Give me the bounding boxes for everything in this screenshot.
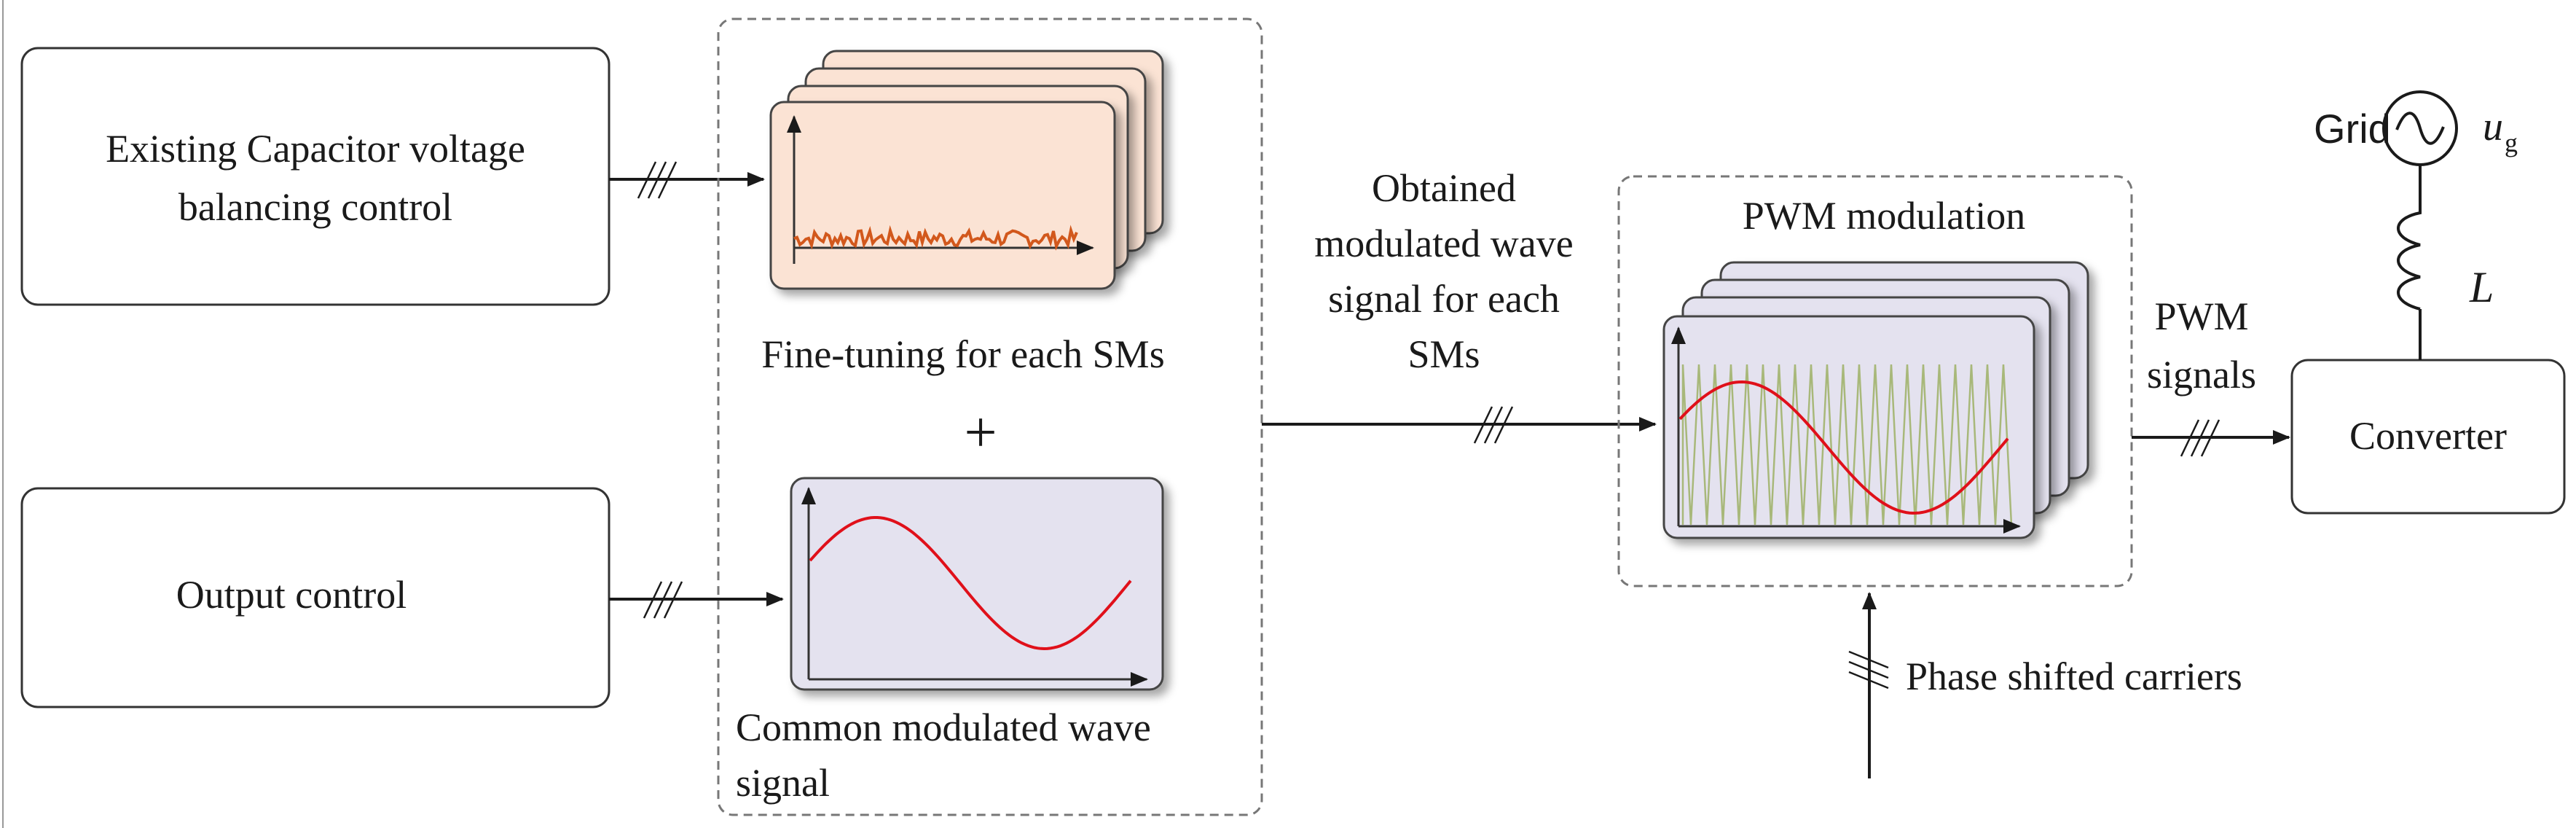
converter-block[interactable]: Converter: [2290, 359, 2566, 515]
plus-sign: +: [964, 401, 997, 465]
pwm-signals-arrow: [2132, 419, 2290, 457]
pwm-dashed-box: [1617, 175, 2133, 587]
pwm-signals-label-line1: PWM: [2154, 294, 2248, 338]
inductor-coil: [2397, 175, 2422, 310]
grid-voltage-symbol: u: [2483, 104, 2503, 149]
inductor-symbol: L: [2469, 263, 2494, 311]
pwm-carrier-triangle-wave: [1681, 364, 2013, 526]
obtained-label: Obtained modulated wave signal for each …: [1314, 166, 1573, 376]
pwm-card-stack: [1662, 261, 2089, 539]
common-wave-label-line2: signal: [736, 761, 830, 805]
fine-tuning-label: Fine-tuning for each SMs: [761, 332, 1164, 376]
capacitor-control-label-line1: Existing Capacitor voltage: [106, 127, 525, 171]
obtained-label-line2: modulated wave: [1314, 222, 1573, 265]
capacitor-to-finetuning-arrow: [609, 161, 765, 199]
converter-label: Converter: [2349, 414, 2507, 458]
fine-tuning-card-stack: [769, 50, 1164, 290]
to-pwm-arrow: [1262, 406, 1657, 444]
fine-tuning-noise-signal: [793, 224, 1078, 251]
common-wave-label-line1: Common modulated wave: [736, 706, 1151, 749]
phase-carriers-arrow: [1848, 592, 1889, 778]
capacitor-control-label-line2: balancing control: [178, 185, 452, 229]
output-control-block[interactable]: Output control: [20, 487, 610, 708]
pwm-sine-wave: [1678, 380, 2009, 515]
grid-voltage-subscript: g: [2505, 128, 2518, 157]
pwm-modulation-label: PWM modulation: [1743, 194, 2026, 238]
output-control-label: Output control: [176, 573, 407, 617]
pwm-signals-label-line2: signals: [2147, 353, 2256, 397]
modulation-group-dashed-box: [717, 17, 1263, 816]
common-sine-wave: [809, 516, 1132, 651]
obtained-label-line3: signal for each: [1328, 277, 1560, 321]
obtained-label-line1: Obtained: [1372, 166, 1516, 210]
capacitor-control-block[interactable]: Existing Capacitor voltage balancing con…: [20, 47, 610, 306]
grid-circuit: [2382, 90, 2458, 360]
common-wave-card: [790, 477, 1164, 691]
output-to-commonwave-arrow: [609, 581, 784, 619]
phase-carriers-label: Phase shifted carriers: [1906, 655, 2242, 698]
obtained-label-line4: SMs: [1407, 332, 1480, 376]
grid-label: Grid: [2314, 106, 2391, 152]
